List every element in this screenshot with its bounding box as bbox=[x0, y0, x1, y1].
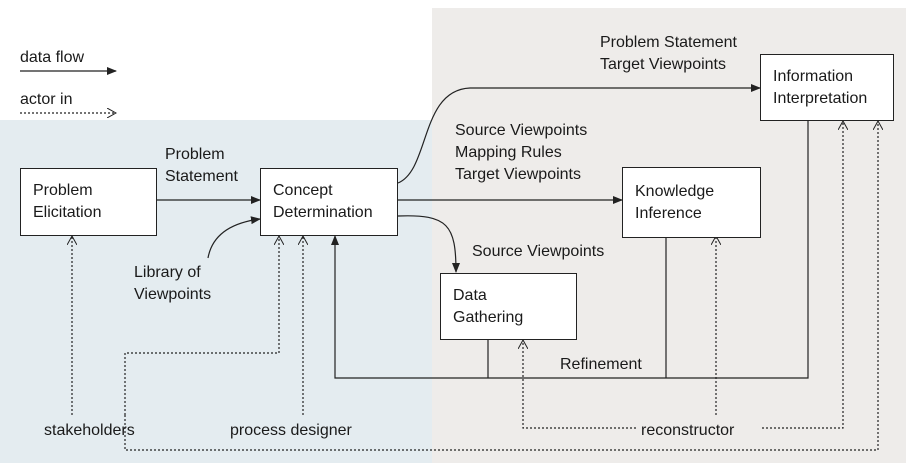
flow-refinement-loop bbox=[331, 121, 809, 379]
actor-reconstructor-to-gathering bbox=[523, 340, 636, 429]
source-viewpoints-label: Source Viewpoints bbox=[472, 243, 605, 260]
legend-actor-in-label: actor in bbox=[20, 91, 73, 108]
refinement-label: Refinement bbox=[560, 356, 642, 373]
actor-reconstructor-to-interpretation bbox=[762, 121, 843, 429]
flow-concept-to-gathering bbox=[397, 215, 460, 273]
legend-data-flow-label: data flow bbox=[20, 49, 85, 66]
actor-stakeholders-to-interpretation bbox=[124, 121, 878, 451]
concept-determination-box: Concept Determination bbox=[260, 168, 398, 236]
data-gathering-box: Data Gathering bbox=[440, 273, 577, 340]
information-interpretation-box: Information Interpretation bbox=[760, 54, 894, 121]
problem-elicitation-box: Problem Elicitation bbox=[20, 168, 157, 236]
knowledge-inference-box: Knowledge Inference bbox=[622, 167, 761, 238]
actor-reconstructor: reconstructor bbox=[641, 422, 735, 439]
flow-concept-to-interpretation bbox=[397, 84, 761, 184]
flow-library-to-concept bbox=[207, 216, 261, 259]
actor-stakeholders: stakeholders bbox=[44, 422, 135, 439]
library-of-viewpoints-label: Library of Viewpoints bbox=[134, 264, 212, 303]
problem-statement-target-viewpoints-label: Problem Statement Target Viewpoints bbox=[600, 34, 737, 73]
actor-process-designer: process designer bbox=[230, 422, 352, 439]
source-mapping-target-label: Source Viewpoints Mapping Rules Target V… bbox=[455, 122, 588, 183]
problem-statement-label: Problem Statement bbox=[165, 146, 238, 185]
